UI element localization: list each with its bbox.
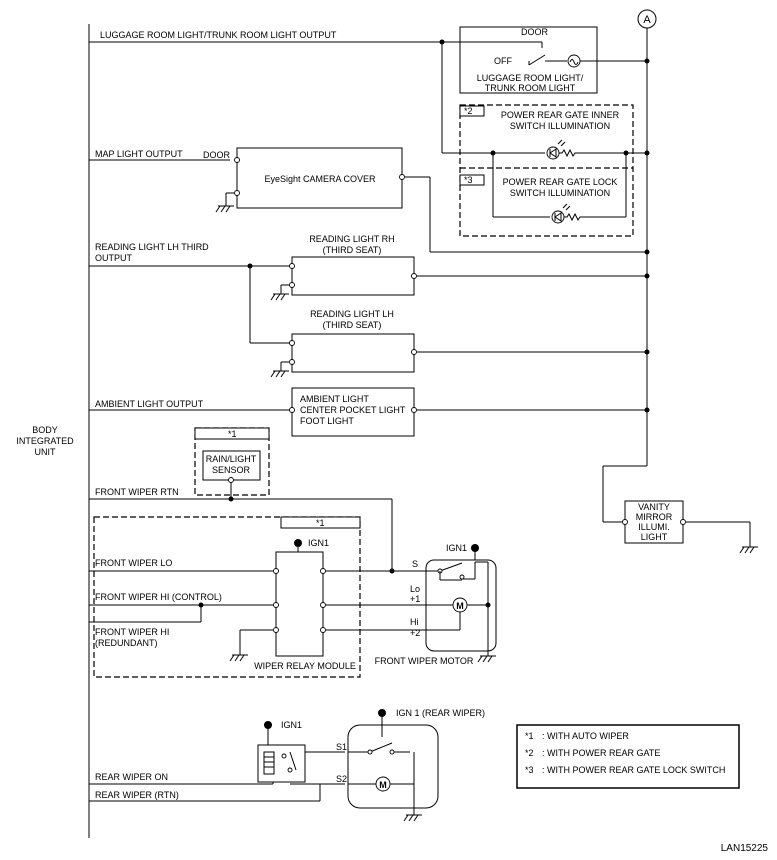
legend-tag-1: *1 [525, 731, 534, 741]
led-icon [546, 146, 560, 160]
power-gate-lock-name-2: SWITCH ILLUMINATION [510, 188, 610, 198]
rear-wiper-relay: IGN1 [89, 720, 345, 802]
eyesight-name: EyeSight CAMERA COVER [264, 174, 376, 184]
ground-icon [403, 814, 422, 822]
front-wiper-lo-label: FRONT WIPER LO [95, 558, 172, 568]
luggage-name-1: LUGGAGE ROOM LIGHT/ [477, 73, 584, 83]
diagram-code: LAN15225 [721, 843, 769, 854]
rain-sensor-tag: *1 [228, 429, 237, 439]
legend-tag-2: *2 [525, 748, 534, 758]
ambient-name-3: FOOT LIGHT [300, 416, 354, 426]
connector-a: A [602, 9, 657, 523]
power-gate-lock-name-1: POWER REAR GATE LOCK [503, 177, 618, 187]
wiper-relay-name: WIPER RELAY MODULE [254, 661, 356, 671]
rear-relay-ign: IGN1 [281, 720, 302, 730]
vanity-name-1: VANITY [638, 502, 670, 512]
vanity-name-4: LIGHT [641, 532, 668, 542]
ground-icon [229, 654, 248, 662]
wiper-relay-tag: *1 [316, 518, 325, 528]
front-wiper-rtn-label: FRONT WIPER RTN [95, 487, 179, 497]
power-gate-inner-tag: *2 [464, 106, 473, 116]
eyesight-camera-cover: DOOR EyeSight CAMERA COVER [89, 147, 650, 255]
ambient-light: AMBIENT LIGHT CENTER POCKET LIGHT FOOT L… [89, 387, 650, 437]
reading-lh-name-1: READING LIGHT LH [310, 309, 394, 319]
front-motor-lo-pin: +1 [410, 594, 420, 604]
luggage-off-label: OFF [494, 56, 512, 66]
unit-label-2: INTEGRATED [16, 436, 74, 446]
front-motor-hi-pin: +2 [410, 628, 420, 638]
reading-output-label-1: READING LIGHT LH THIRD [95, 242, 209, 252]
legend-text-2: : WITH POWER REAR GATE [542, 748, 660, 758]
ground-icon [270, 370, 289, 378]
reading-lights: READING LIGHT RH (THIRD SEAT) READING LI… [89, 234, 650, 378]
luggage-room-light: DOOR OFF LUGGAGE ROOM LIGHT/ TRUNK ROOM … [89, 26, 650, 154]
ambient-name-2: CENTER POCKET LIGHT [300, 405, 406, 415]
rear-wiper-motor: IGN 1 (REAR WIPER) S1 S2 M [336, 708, 485, 822]
led-icon-2 [551, 210, 565, 224]
front-motor-name: FRONT WIPER MOTOR [375, 656, 474, 666]
vanity-mirror-light: VANITY MIRROR ILLUMI. LIGHT [622, 500, 758, 554]
front-motor-s: S [412, 559, 418, 569]
ambient-output-label: AMBIENT LIGHT OUTPUT [95, 399, 204, 409]
relay-coil-icon [263, 751, 275, 775]
legend-text-3: : WITH POWER REAR GATE LOCK SWITCH [542, 765, 725, 775]
power-gate-inner-name-2: SWITCH ILLUMINATION [510, 121, 610, 131]
vanity-name-2: MIRROR [636, 512, 673, 522]
ground-icon [739, 546, 758, 554]
unit-label-1: BODY [32, 425, 58, 435]
svg-text:M: M [456, 601, 464, 611]
reading-rh-name-1: READING LIGHT RH [309, 234, 394, 244]
reading-rh-name-2: (THIRD SEAT) [323, 245, 382, 255]
rear-motor-s2: S2 [336, 774, 347, 784]
rain-light-sensor: *1 RAIN/LIGHT SENSOR [89, 427, 393, 571]
vanity-name-3: ILLUMI. [638, 522, 670, 532]
front-motor-hi: Hi [410, 617, 419, 627]
svg-text:M: M [379, 780, 387, 790]
rear-motor-ign: IGN 1 (REAR WIPER) [396, 708, 485, 718]
rain-sensor-name-1: RAIN/LIGHT [206, 454, 257, 464]
wiper-relay-ign: IGN1 [308, 538, 329, 548]
rear-motor-s1: S1 [336, 742, 347, 752]
legend-text-1: : WITH AUTO WIPER [542, 731, 629, 741]
legend-tag-3: *3 [525, 765, 534, 775]
front-wiper-hi-control-label: FRONT WIPER HI (CONTROL) [95, 592, 222, 602]
unit-label-3: UNIT [35, 447, 56, 457]
map-output-label: MAP LIGHT OUTPUT [95, 149, 183, 159]
front-motor-lo: Lo [410, 584, 420, 594]
reading-lh-name-2: (THIRD SEAT) [323, 320, 382, 330]
front-wiper-motor: IGN1 S Lo +1 Hi +2 M FRONT WIPER MOTOR [375, 543, 497, 666]
luggage-name-2: TRUNK ROOM LIGHT [485, 83, 576, 93]
ground-icon [477, 655, 496, 663]
rain-sensor-name-2: SENSOR [212, 465, 251, 475]
legend: *1 : WITH AUTO WIPER *2 : WITH POWER REA… [516, 724, 740, 789]
luggage-door-label: DOOR [521, 27, 549, 37]
output-labels: LUGGAGE ROOM LIGHT/TRUNK ROOM LIGHT OUTP… [95, 30, 337, 800]
power-gate-inner-name-1: POWER REAR GATE INNER [501, 110, 620, 120]
connector-a-label: A [643, 14, 651, 26]
wiper-relay-module: *1 IGN1 WIPER RELAY MODULE [89, 516, 426, 678]
front-motor-ign: IGN1 [446, 543, 467, 553]
rear-wiper-on-label: REAR WIPER ON [95, 772, 168, 782]
ground-icon [270, 293, 289, 301]
luggage-output-label: LUGGAGE ROOM LIGHT/TRUNK ROOM LIGHT OUTP… [100, 30, 337, 40]
ambient-name-1: AMBIENT LIGHT [300, 394, 369, 404]
eyesight-door-label: DOOR [203, 150, 231, 160]
power-gate-lock-tag: *3 [464, 175, 473, 185]
front-wiper-hi-redundant-label-1: FRONT WIPER HI [95, 627, 169, 637]
front-wiper-hi-redundant-label-2: (REDUNDANT) [95, 638, 158, 648]
ground-icon [215, 205, 234, 213]
reading-output-label-2: OUTPUT [95, 253, 133, 263]
body-integrated-unit: BODY INTEGRATED UNIT [16, 24, 90, 838]
power-rear-gate-group: *2 POWER REAR GATE INNER SWITCH ILLUMINA… [459, 104, 650, 237]
rear-wiper-rtn-label: REAR WIPER (RTN) [95, 790, 179, 800]
